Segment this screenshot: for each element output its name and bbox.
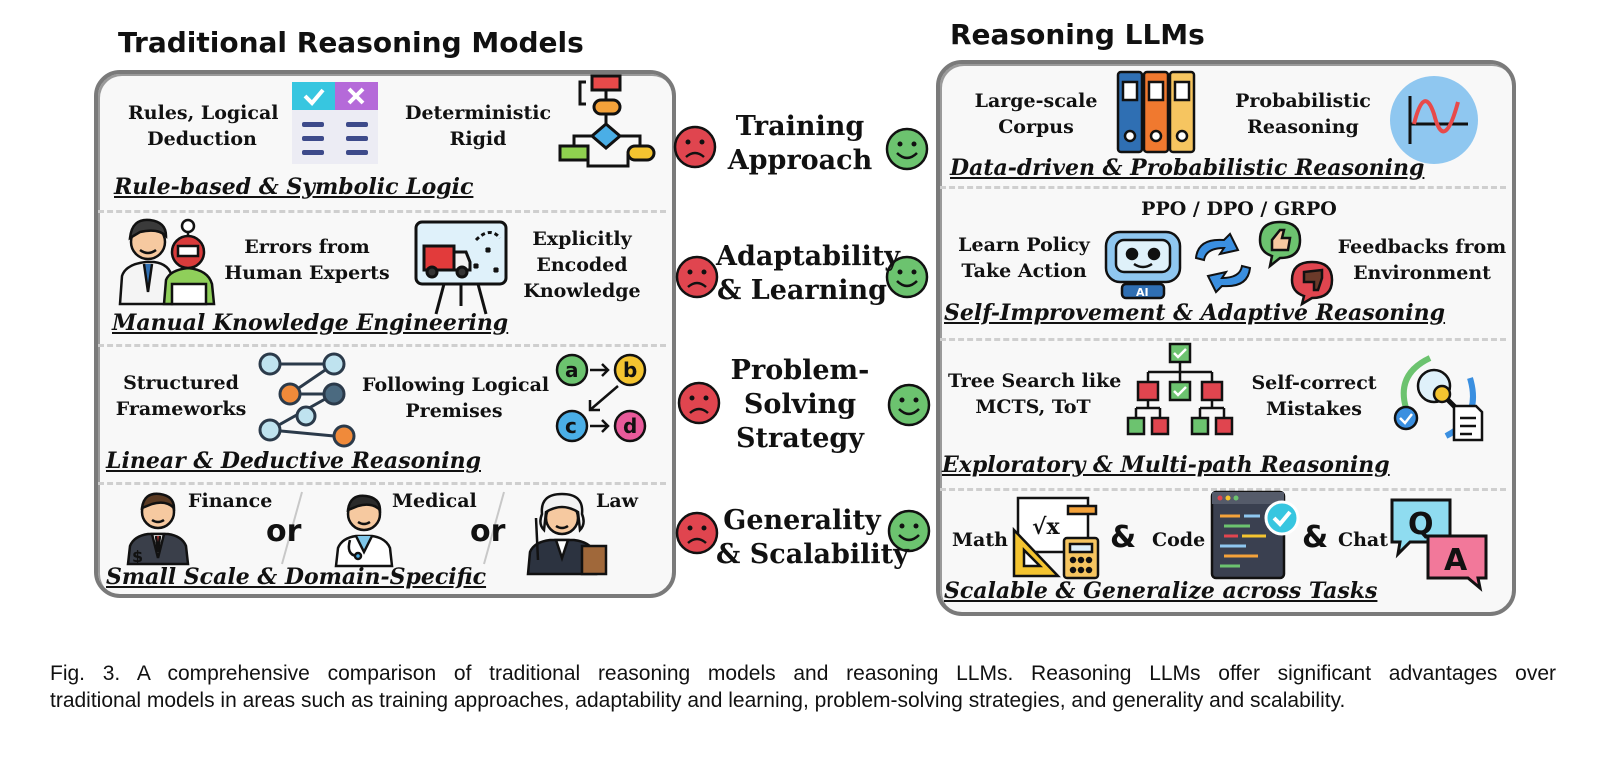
svg-text:b: b [623, 358, 637, 382]
sad-face-icon-2 [675, 255, 719, 299]
happy-face-icon-3 [887, 383, 931, 427]
sad-face-icon-4 [675, 511, 719, 555]
slash-divider-2 [483, 491, 505, 565]
ampersand-2: & [1302, 520, 1329, 555]
math-label: Math [952, 529, 1008, 551]
medical-person-icon [334, 494, 394, 568]
left-divider-3 [98, 482, 666, 485]
code-label: Code [1152, 529, 1206, 551]
right-panel-title: Reasoning LLMs [950, 18, 1205, 51]
figure-caption: Fig. 3. A comprehensive comparison of tr… [50, 660, 1556, 714]
code-editor-icon [1210, 490, 1300, 580]
rl-algorithms-text: PPO / DPO / GRPO [1141, 198, 1337, 220]
finance-person-icon: $ [126, 492, 190, 566]
happy-face-icon-4 [887, 509, 931, 553]
thumbs-feedback-icon [1258, 220, 1334, 307]
svg-text:AI: AI [1136, 286, 1149, 299]
ampersand-1: & [1110, 520, 1137, 555]
exploratory-multipath-label: Exploratory & Multi-path Reasoning [942, 452, 1390, 478]
left-divider-1 [98, 210, 666, 213]
rule-based-symbolic-logic-label: Rule-based & Symbolic Logic [114, 174, 474, 200]
refresh-cycle-icon [1194, 232, 1252, 294]
search-tree-icon [1126, 342, 1234, 436]
checklist-icon [292, 82, 378, 164]
svg-text:d: d [623, 414, 637, 438]
right-divider-2 [940, 338, 1506, 341]
happy-face-icon-1 [885, 127, 929, 171]
scalable-generalize-label: Scalable & Generalize across Tasks [944, 578, 1378, 604]
law-judge-icon [526, 492, 608, 576]
adaptability-learning-label: Adaptability& Learning [716, 241, 900, 306]
svg-text:A: A [1444, 543, 1468, 578]
sad-face-icon-1 [673, 125, 717, 169]
svg-text:a: a [565, 358, 579, 382]
caption-line-2: traditional models in areas such as trai… [50, 689, 1346, 712]
probability-curve-icon [1390, 76, 1478, 164]
math-tools-icon: √x [1012, 496, 1100, 580]
generality-scalability-label: Generality& Scalability [716, 505, 909, 570]
sad-face-icon-3 [677, 381, 721, 425]
self-improvement-adaptive-label: Self-Improvement & Adaptive Reasoning [944, 300, 1446, 326]
chat-label: Chat [1338, 529, 1389, 551]
graph-network-icon [258, 352, 356, 448]
happy-face-icon-2 [885, 255, 929, 299]
ai-robot-icon: AI [1104, 230, 1182, 300]
whiteboard-strategy-icon [414, 220, 508, 315]
flowchart-icon [558, 74, 656, 168]
self-correct-cycle-icon [1393, 355, 1484, 442]
right-divider-3 [940, 488, 1506, 491]
manual-knowledge-engineering-label: Manual Knowledge Engineering [112, 310, 509, 336]
or-text-1: or [266, 514, 302, 549]
abcd-logic-icon: a b c d [555, 353, 647, 443]
or-text-2: or [470, 514, 506, 549]
svg-text:√x: √x [1032, 514, 1060, 540]
binders-icon [1116, 70, 1196, 154]
linear-deductive-reasoning-label: Linear & Deductive Reasoning [106, 448, 481, 474]
medical-label: Medical [392, 490, 477, 512]
svg-text:$: $ [132, 547, 143, 566]
data-driven-probabilistic-label: Data-driven & Probabilistic Reasoning [950, 155, 1425, 181]
left-divider-2 [98, 344, 666, 347]
svg-text:c: c [565, 414, 577, 438]
right-divider-1 [940, 186, 1506, 189]
qa-chat-icon: Q A [1390, 498, 1488, 592]
slash-divider-1 [281, 491, 303, 565]
left-panel-title: Traditional Reasoning Models [118, 26, 584, 59]
small-scale-domain-specific-label: Small Scale & Domain-Specific [106, 564, 487, 590]
law-label: Law [596, 490, 639, 512]
caption-line-1: Fig. 3. A comprehensive comparison of tr… [50, 662, 1556, 685]
human-experts-icon [118, 218, 216, 306]
finance-label: Finance [188, 490, 273, 512]
